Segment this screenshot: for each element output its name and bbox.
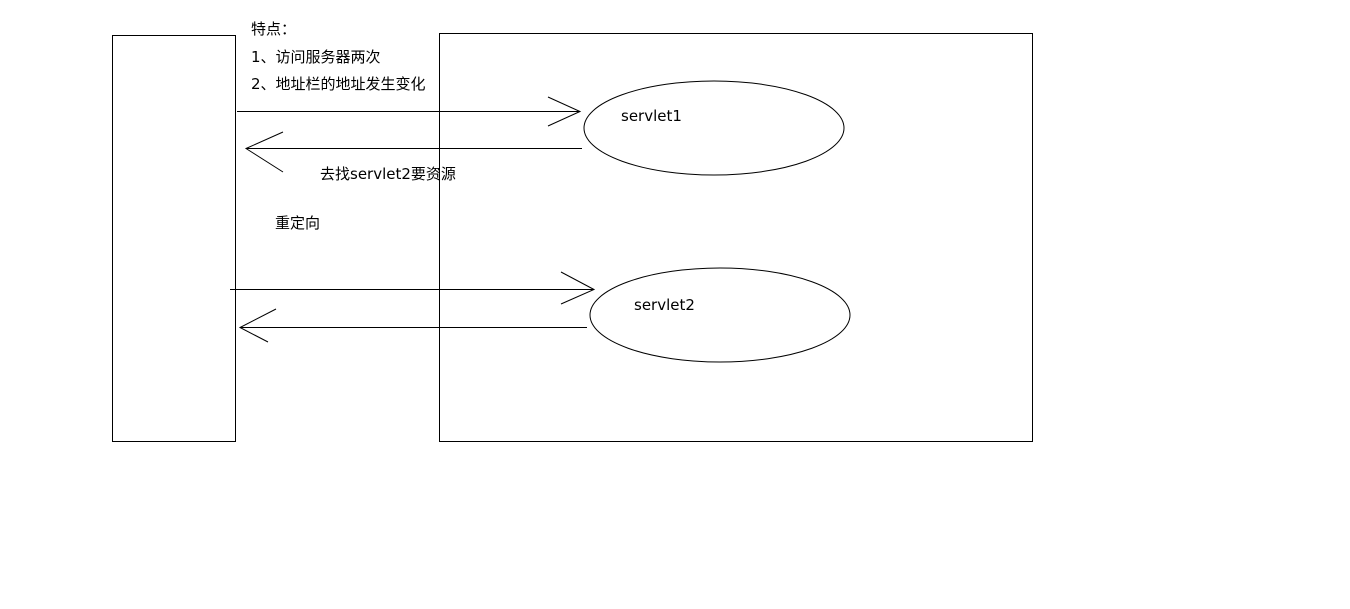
servlet2-ellipse xyxy=(589,267,851,363)
response-arrow-1 xyxy=(244,131,582,173)
response-arrow-2 xyxy=(238,308,587,343)
servlet1-label: servlet1 xyxy=(621,107,682,125)
redirect-instruction-label: 去找servlet2要资源 xyxy=(320,165,456,183)
redirect-label: 重定向 xyxy=(275,214,321,232)
servlet1-ellipse xyxy=(583,80,845,176)
servlet2-label: servlet2 xyxy=(634,296,695,314)
request-arrow-1 xyxy=(237,96,582,127)
request-arrow-2 xyxy=(230,271,596,305)
server-box xyxy=(439,33,1033,442)
notes-title: 特点： xyxy=(251,20,297,38)
note-point-1: 1、访问服务器两次 xyxy=(251,48,381,66)
client-box xyxy=(112,35,236,442)
note-point-2: 2、地址栏的地址发生变化 xyxy=(251,75,426,93)
